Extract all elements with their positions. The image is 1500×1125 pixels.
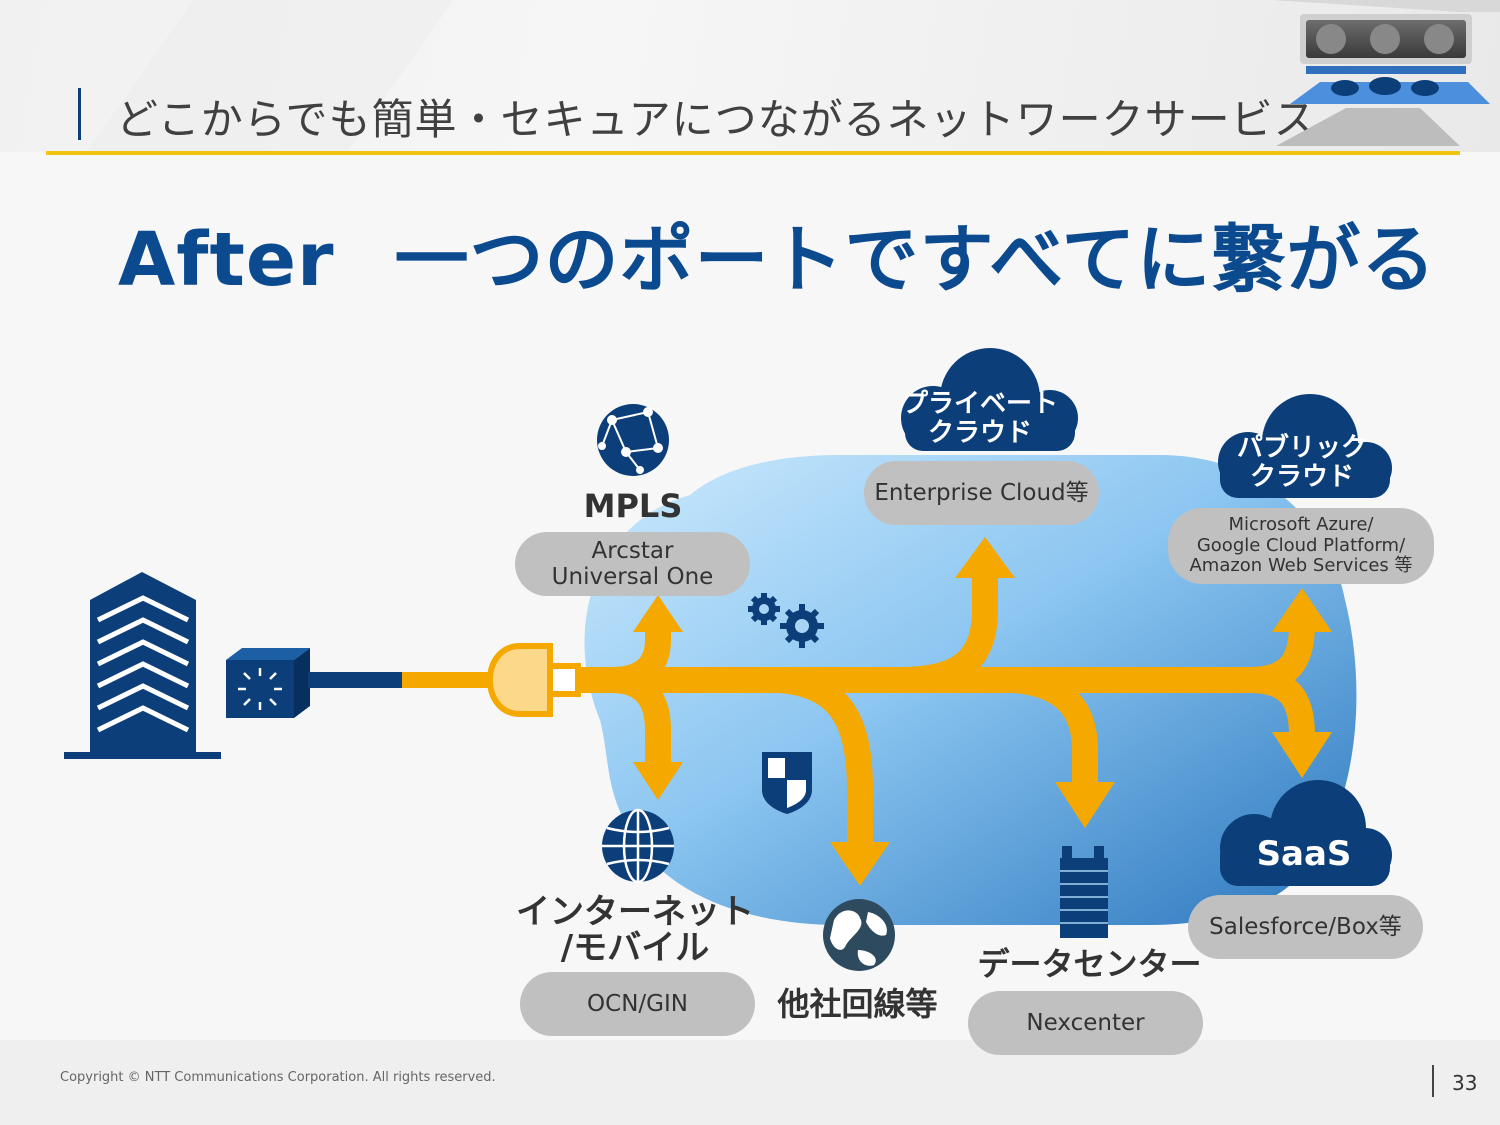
internet-title-line1: インターネット <box>516 892 754 932</box>
datacenter-service: Nexcenter <box>1026 1009 1145 1036</box>
copyright: Copyright © NTT Communications Corporati… <box>60 1070 496 1085</box>
internet-service: OCN/GIN <box>587 990 688 1017</box>
mpls-service-line1: Arcstar <box>591 537 674 564</box>
shield-icon <box>762 752 812 814</box>
internet-title: インターネット /モバイル <box>510 892 760 968</box>
cloud-icon <box>901 348 1392 886</box>
private-cloud-title: プライベート クラウド <box>900 389 1060 449</box>
gears-icon <box>748 593 824 648</box>
plug-icon <box>487 643 581 717</box>
saas-title: SaaS <box>1256 834 1352 874</box>
public-cloud-service-line3: Amazon Web Services 等 <box>1189 555 1413 577</box>
mpls-title: MPLS <box>583 487 683 525</box>
cable-navy <box>308 672 404 688</box>
public-cloud-title: パブリック クラウド <box>1222 433 1382 493</box>
title-accent-bar <box>78 88 81 140</box>
heading-prefix: After <box>118 217 335 303</box>
footer-band <box>0 1040 1500 1125</box>
connection-arrows <box>575 575 1315 845</box>
public-cloud-shape <box>1218 394 1392 498</box>
main-heading: After 一つのポートですべてに繋がる <box>118 200 1436 307</box>
title-underline <box>46 151 1460 155</box>
server-rack-icon <box>1060 846 1108 938</box>
router-icon <box>226 648 310 718</box>
public-cloud-service-line1: Microsoft Azure/ <box>1228 513 1374 535</box>
datacenter-title: データセンター <box>977 945 1202 983</box>
internet-service-pill: OCN/GIN <box>520 972 755 1036</box>
building-icon <box>64 572 221 759</box>
arrow-heads <box>633 537 1332 886</box>
public-cloud-title-line1: パブリック <box>1236 433 1367 463</box>
mpls-service-pill: Arcstar Universal One <box>515 532 750 596</box>
private-cloud-service-pill: Enterprise Cloud等 <box>864 461 1099 525</box>
private-cloud-service: Enterprise Cloud等 <box>874 479 1089 506</box>
globe-icon <box>602 808 674 884</box>
public-cloud-service-pill: Microsoft Azure/ Google Cloud Platform/ … <box>1168 508 1434 584</box>
private-cloud-title-line2: クラウド <box>927 418 1032 449</box>
page-number: 33 <box>1452 1071 1478 1095</box>
cable-orange <box>402 672 494 688</box>
header-device-icon <box>1272 0 1500 146</box>
page-number-separator <box>1432 1065 1434 1097</box>
private-cloud-title-line1: プライベート <box>901 389 1058 419</box>
public-cloud-title-line2: クラウド <box>1249 462 1354 493</box>
private-cloud-shape <box>901 348 1078 451</box>
saas-service-pill: Salesforce/Box等 <box>1188 895 1423 959</box>
saas-cloud-shape <box>1220 780 1392 886</box>
other-carriers-title: 他社回線等 <box>777 985 938 1023</box>
earth-icon <box>823 899 895 971</box>
saas-service: Salesforce/Box等 <box>1209 913 1402 940</box>
slide-title: どこからでも簡単・セキュアにつながるネットワークサービス <box>116 95 1317 144</box>
network-globe-icon <box>597 404 669 476</box>
public-cloud-service-line2: Google Cloud Platform/ <box>1196 534 1406 556</box>
mpls-service-line2: Universal One <box>551 564 714 590</box>
heading-text: 一つのポートですべてに繋がる <box>394 217 1437 303</box>
internet-title-line2: /モバイル <box>560 927 710 968</box>
datacenter-service-pill: Nexcenter <box>968 991 1203 1055</box>
